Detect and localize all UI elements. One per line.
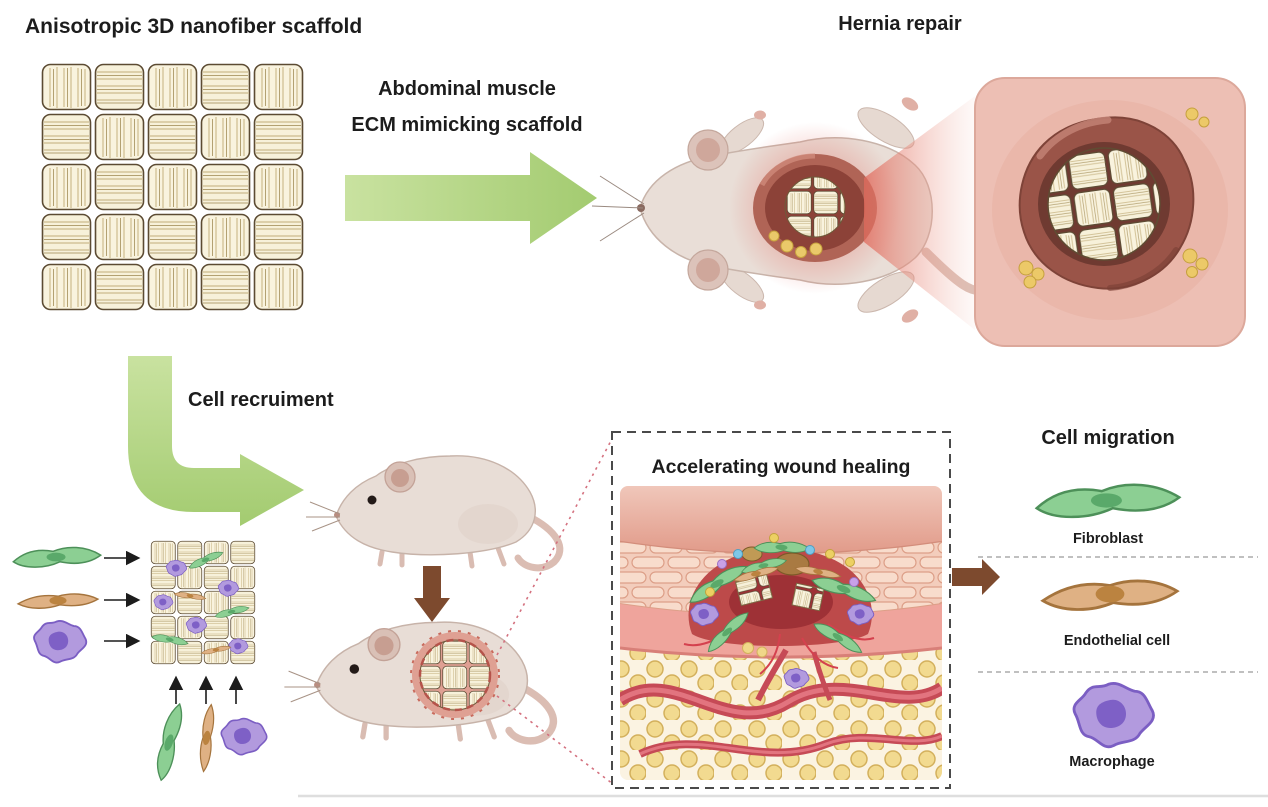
fat-layer bbox=[620, 648, 942, 780]
endothelial-label: Endothelial cell bbox=[1064, 633, 1170, 649]
migration-endothelial bbox=[1041, 579, 1179, 611]
migration-arrow bbox=[952, 559, 1000, 595]
endothelial-cell-small bbox=[17, 593, 99, 609]
hernia-title: Hernia repair bbox=[838, 13, 962, 35]
implant-site bbox=[410, 630, 500, 720]
recruitment-elbow-arrow bbox=[128, 356, 304, 526]
arrow-label-line1: Abdominal muscle bbox=[378, 78, 556, 100]
migration-fibroblast bbox=[1035, 483, 1181, 519]
epidermis-layer bbox=[620, 486, 942, 554]
recruitment-label: Cell recruiment bbox=[188, 389, 334, 411]
woven-scaffold bbox=[40, 62, 305, 312]
magnifier-beam bbox=[864, 96, 975, 330]
implanted-scaffold bbox=[784, 176, 846, 238]
macrophage-label: Macrophage bbox=[1069, 754, 1154, 770]
inset-scaffold bbox=[1047, 147, 1161, 261]
migration-macrophage bbox=[1072, 682, 1155, 749]
mouse-whiskers bbox=[591, 175, 645, 242]
macrophage-cell-small bbox=[33, 619, 88, 664]
endothelial-cell-bottom bbox=[194, 703, 220, 773]
fibroblast-label: Fibroblast bbox=[1073, 531, 1143, 547]
wound-illustration bbox=[620, 486, 942, 780]
blood-vessels bbox=[620, 648, 942, 758]
hernia-inset bbox=[974, 77, 1246, 347]
migration-title: Cell migration bbox=[1041, 427, 1174, 449]
magnifier-dotted-line bbox=[496, 695, 614, 785]
fibroblast-cell-bottom bbox=[148, 701, 191, 783]
mouse-top-view bbox=[591, 97, 995, 323]
magnifier-dotted-line bbox=[496, 436, 614, 656]
wound-site bbox=[683, 533, 879, 689]
scaffold-fragment bbox=[791, 582, 825, 612]
fibroblast-cell-small bbox=[12, 546, 102, 568]
macrophage-cell-bottom bbox=[220, 717, 268, 756]
arrow-label-line2: ECM mimicking scaffold bbox=[351, 114, 582, 136]
seeded-scaffold bbox=[150, 540, 256, 665]
ecm-arrow-right bbox=[345, 152, 597, 244]
surgical-opening bbox=[753, 153, 877, 262]
implant-down-arrow bbox=[414, 566, 450, 622]
mouse-side-lower bbox=[284, 622, 553, 741]
scaffold-title: Anisotropic 3D nanofiber scaffold bbox=[25, 15, 362, 38]
healing-title: Accelerating wound healing bbox=[652, 456, 911, 478]
mouse-side-upper bbox=[306, 456, 560, 568]
fat-lobules bbox=[1018, 107, 1210, 289]
